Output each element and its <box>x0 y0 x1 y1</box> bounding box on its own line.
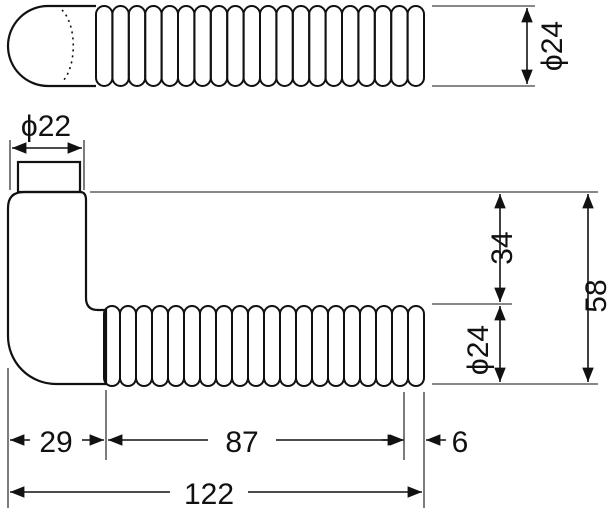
grip-rib <box>359 305 377 387</box>
handle-body <box>6 190 108 386</box>
grip-ribs <box>103 305 425 387</box>
grip-rib <box>183 305 201 387</box>
side-view: ϕ22 34 ϕ24 58 29 87 6 122 <box>6 110 613 511</box>
tip-length-label: 6 <box>452 426 469 459</box>
grip-rib <box>343 305 361 387</box>
grip-rib <box>160 5 180 87</box>
grip-rib <box>390 5 409 87</box>
top-view-hidden-line <box>61 9 75 83</box>
height-total-label: 58 <box>580 279 613 312</box>
top-view-ribs <box>95 5 426 87</box>
grip-rib <box>357 5 376 87</box>
grip-rib <box>375 305 393 387</box>
total-length-label: 122 <box>184 478 234 511</box>
grip-rib <box>295 305 313 387</box>
grip-rib <box>275 5 294 87</box>
grip-rib <box>406 5 426 87</box>
grip-rib <box>135 305 153 387</box>
grip-rib <box>324 5 344 87</box>
neck-diameter-label: ϕ22 <box>21 110 71 143</box>
grip-diameter-label: ϕ24 <box>462 325 495 375</box>
height-upper-label: 34 <box>486 231 519 264</box>
top-diameter-label: ϕ24 <box>536 21 569 71</box>
grip-rib <box>341 5 360 87</box>
grip-rib <box>215 305 233 387</box>
grip-rib <box>391 305 409 387</box>
grip-rib <box>209 5 229 87</box>
grip-rib <box>119 305 137 387</box>
grip-length-label: 87 <box>225 426 258 459</box>
top-view: ϕ24 <box>6 4 569 88</box>
grip-rib <box>308 5 327 87</box>
grip-rib <box>327 305 345 387</box>
grip-rib <box>259 5 278 87</box>
grip-rib <box>226 5 245 87</box>
grip-rib <box>373 5 393 87</box>
grip-rib <box>199 305 217 387</box>
grip-rib <box>111 5 130 87</box>
grip-rib <box>193 5 212 87</box>
grip-rib <box>95 5 114 87</box>
grip-rib <box>247 305 265 387</box>
grip-rib <box>311 305 329 387</box>
grip-rib <box>151 305 169 387</box>
grip-rib <box>127 5 147 87</box>
grip-rib <box>144 5 163 87</box>
grip-rib <box>291 5 311 87</box>
grip-rib <box>279 305 297 387</box>
stem-length-label: 29 <box>39 426 72 459</box>
grip-rib <box>177 5 196 87</box>
top-view-end-cap <box>6 4 96 88</box>
grip-rib <box>263 305 281 387</box>
grip-rib <box>407 305 425 387</box>
neck <box>16 160 82 194</box>
grip-rib <box>167 305 185 387</box>
grip-rib <box>231 305 249 387</box>
grip-rib <box>242 5 262 87</box>
